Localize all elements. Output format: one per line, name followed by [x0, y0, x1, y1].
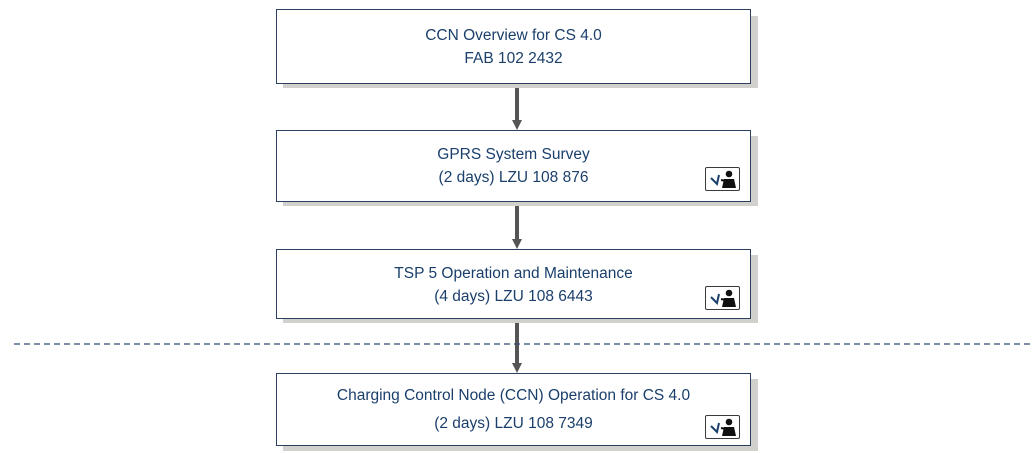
course-box-ccn-operation: Charging Control Node (CCN) Operation fo… [276, 373, 751, 446]
instructor-led-icon [705, 286, 740, 310]
course-duration-code: (2 days) LZU 108 7349 [434, 415, 593, 432]
course-box-ccn-overview: CCN Overview for CS 4.0 FAB 102 2432 [276, 9, 751, 84]
course-duration-code: (2 days) LZU 108 876 [438, 169, 589, 186]
course-box-tsp5-om: TSP 5 Operation and Maintenance (4 days)… [276, 249, 751, 319]
instructor-led-icon [705, 167, 740, 191]
instructor-led-icon [705, 415, 740, 439]
course-code: FAB 102 2432 [464, 50, 563, 67]
course-title: TSP 5 Operation and Maintenance [394, 265, 633, 282]
course-duration-code: (4 days) LZU 108 6443 [434, 288, 593, 305]
course-title: CCN Overview for CS 4.0 [425, 27, 602, 44]
course-box-gprs-survey: GPRS System Survey (2 days) LZU 108 876 [276, 130, 751, 202]
course-title: Charging Control Node (CCN) Operation fo… [336, 387, 691, 404]
course-title: GPRS System Survey [437, 146, 590, 163]
